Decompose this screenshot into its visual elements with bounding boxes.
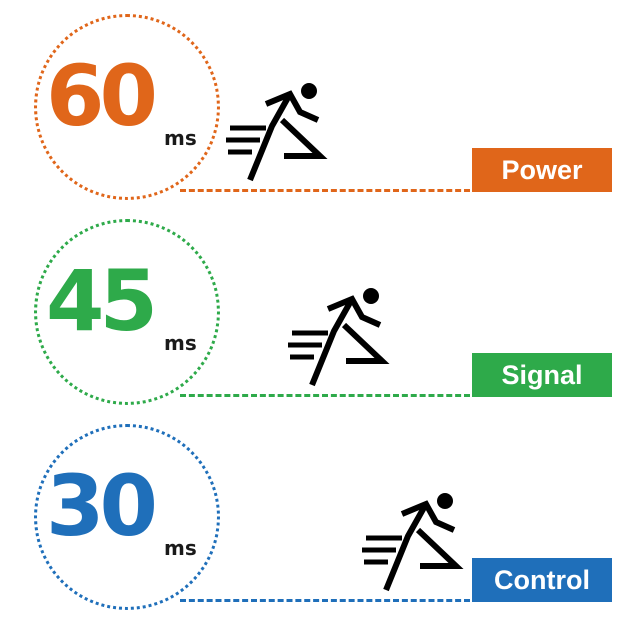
running-person-icon [288,288,390,387]
latency-value: 30 [46,457,158,555]
latency-row-control: 30 ms Control [0,410,633,615]
latency-unit: ms [164,536,197,560]
latency-value: 45 [46,252,158,350]
category-tag: Power [472,148,612,192]
running-person-icon [226,83,328,182]
latency-unit: ms [164,331,197,355]
dashed-leader-line [180,599,470,602]
dashed-leader-line [180,394,470,397]
dashed-leader-line [180,189,470,192]
latency-value: 60 [46,47,158,145]
dotted-circle [34,14,220,200]
dotted-circle [34,424,220,610]
category-tag: Signal [472,353,612,397]
latency-row-signal: 45 ms Signal [0,205,633,410]
running-person-icon [362,493,464,592]
category-tag: Control [472,558,612,602]
latency-unit: ms [164,126,197,150]
dotted-circle [34,219,220,405]
latency-row-power: 60 ms Power [0,0,633,205]
